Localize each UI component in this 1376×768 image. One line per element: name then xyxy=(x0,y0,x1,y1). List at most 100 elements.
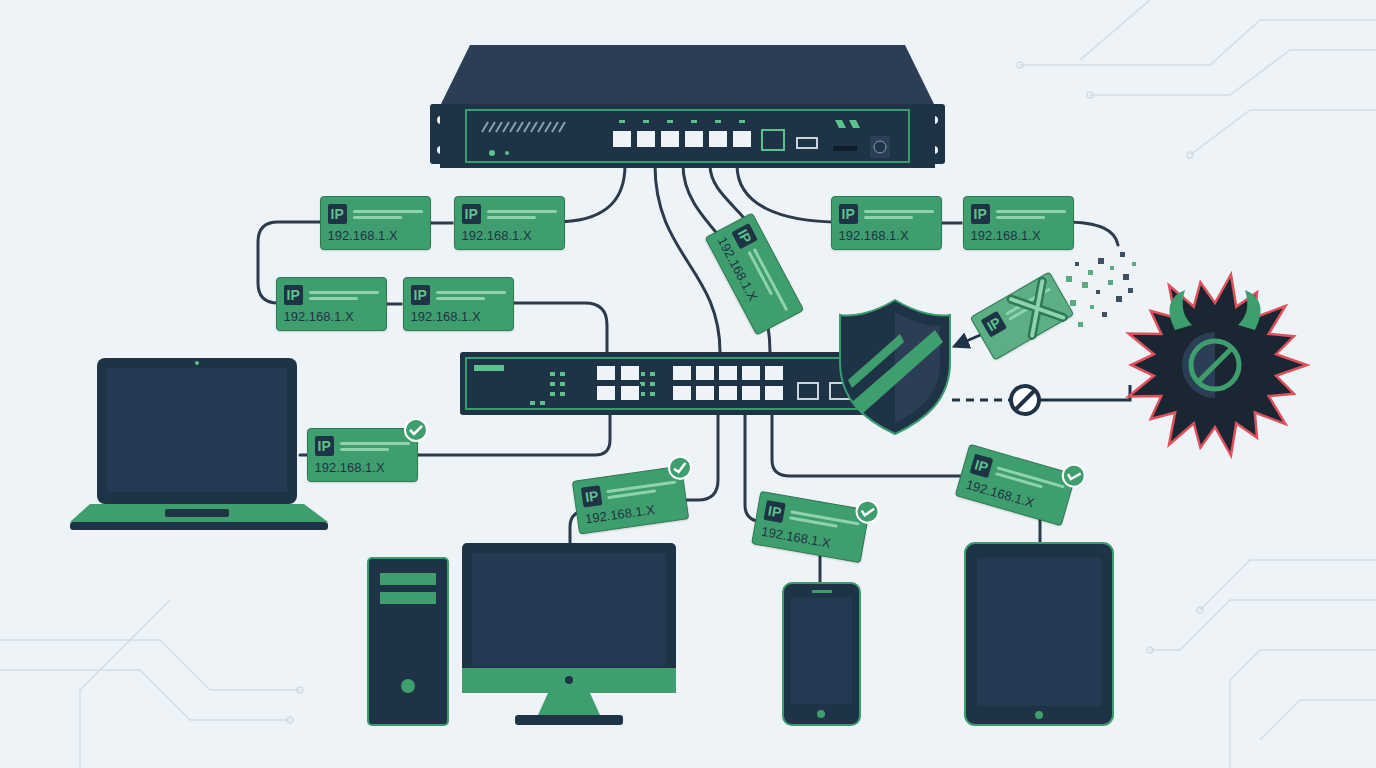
vent-slot xyxy=(503,122,509,132)
card-lines xyxy=(606,477,677,502)
particle xyxy=(1066,276,1072,282)
card-header: IP xyxy=(980,281,1057,338)
ethernet-port xyxy=(672,365,692,381)
card-header: IP xyxy=(839,203,934,225)
ethernet-port xyxy=(718,385,738,401)
ethernet-port xyxy=(708,130,728,148)
vent-slot xyxy=(496,122,502,132)
ip-address-card: IP192.168.1.X xyxy=(963,196,1074,250)
vent-slot xyxy=(552,122,558,132)
particle xyxy=(1132,262,1136,266)
card-header: IP xyxy=(328,203,423,225)
status-led xyxy=(530,401,535,405)
ip-badge: IP xyxy=(315,436,334,456)
port-led xyxy=(691,120,697,123)
ip-address: 192.168.1.X xyxy=(315,460,410,476)
network-switch xyxy=(460,352,880,415)
ip-badge: IP xyxy=(763,500,785,523)
ip-badge: IP xyxy=(969,454,993,479)
card-line xyxy=(996,210,1066,213)
network-cable xyxy=(942,222,963,225)
port-led xyxy=(643,120,649,123)
particle xyxy=(1110,266,1114,270)
particle xyxy=(1116,296,1122,302)
vent-slot xyxy=(510,122,516,132)
desktop-tower xyxy=(368,558,448,725)
card-line xyxy=(353,210,423,213)
ethernet-port xyxy=(596,365,616,381)
card-lines xyxy=(1004,284,1055,322)
tablet xyxy=(965,543,1113,725)
vent-slot xyxy=(559,122,565,132)
ip-address-card: IP 192.168.1.X xyxy=(276,277,387,331)
smartphone xyxy=(783,583,860,725)
vent-slot xyxy=(517,122,523,132)
ethernet-port xyxy=(620,365,640,381)
laptop xyxy=(70,358,328,530)
particle xyxy=(1088,270,1093,275)
ip-address-card: IP 192.168.1.X xyxy=(831,196,942,250)
network-cable xyxy=(431,222,454,225)
card-header: IP xyxy=(284,284,379,306)
ethernet-port xyxy=(620,385,640,401)
ip-address-card: IP 192.168.1.X xyxy=(320,196,431,250)
status-led xyxy=(550,372,555,376)
network-cables xyxy=(258,165,1118,583)
particle xyxy=(1090,305,1094,309)
prohibited-slash xyxy=(1198,348,1232,382)
card-lines xyxy=(864,207,934,222)
ip-address: 192.168.1.X xyxy=(964,477,1060,519)
ip-address: 192.168.1.X xyxy=(760,524,856,556)
security-shield xyxy=(840,300,950,434)
ip-address: 192.168.1.X xyxy=(328,228,423,244)
particle xyxy=(1070,300,1076,306)
ip-badge: IP xyxy=(411,285,430,305)
ip-badge: IP xyxy=(981,311,1008,338)
ethernet-port xyxy=(684,130,704,148)
ip-address: 192.168.1.X xyxy=(971,228,1066,244)
prohibited-symbol xyxy=(1191,341,1239,389)
vent-slot xyxy=(538,122,544,132)
status-led xyxy=(560,392,565,396)
card-line xyxy=(487,216,536,219)
status-led xyxy=(550,392,555,396)
card-header: IP xyxy=(411,284,506,306)
ip-address-card: IP192.168.1.X xyxy=(704,212,804,335)
particle xyxy=(1123,274,1129,280)
card-line xyxy=(309,297,358,300)
ip-address-card: IP 192.168.1.X xyxy=(307,428,418,482)
status-led xyxy=(560,372,565,376)
ip-address: 192.168.1.X xyxy=(284,309,379,325)
ethernet-port xyxy=(764,365,784,381)
ip-badge: IP xyxy=(580,485,602,507)
particle xyxy=(1128,288,1133,293)
particle xyxy=(1075,262,1079,266)
particle xyxy=(1096,290,1100,294)
card-lines xyxy=(436,288,506,303)
ethernet-port xyxy=(596,385,616,401)
ethernet-port xyxy=(612,130,632,148)
router xyxy=(430,45,945,168)
particle xyxy=(1102,312,1107,317)
ip-address-card: IP192.168.1.X xyxy=(751,491,870,563)
network-cable xyxy=(387,303,403,306)
card-lines xyxy=(309,288,379,303)
ethernet-port xyxy=(741,385,761,401)
threat-horns xyxy=(1169,290,1260,330)
card-lines xyxy=(353,207,423,222)
vent-slot xyxy=(524,122,530,132)
ip-address-card: IP192.168.1.X xyxy=(571,466,688,535)
threat-burst-shape xyxy=(1129,274,1307,455)
status-led xyxy=(650,392,655,396)
ip-address: 192.168.1.X xyxy=(839,228,934,244)
card-line xyxy=(340,442,410,445)
status-led xyxy=(650,382,655,386)
card-line xyxy=(340,448,389,451)
card-lines xyxy=(340,439,410,454)
blocked-connection xyxy=(952,333,1130,414)
port-led xyxy=(667,120,673,123)
check-badge xyxy=(403,417,429,443)
